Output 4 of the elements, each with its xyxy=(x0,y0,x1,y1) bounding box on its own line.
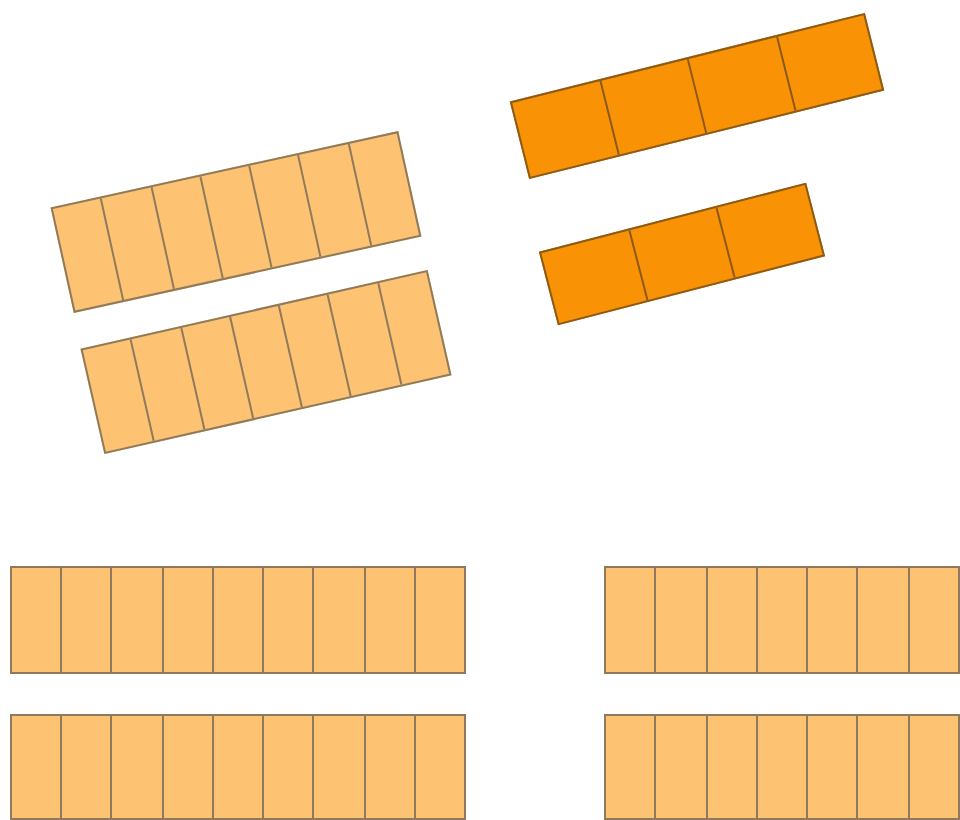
tile-strip xyxy=(10,713,466,819)
tile-strip xyxy=(604,713,960,819)
tile-strip xyxy=(604,566,960,674)
tile-strip xyxy=(10,566,466,674)
